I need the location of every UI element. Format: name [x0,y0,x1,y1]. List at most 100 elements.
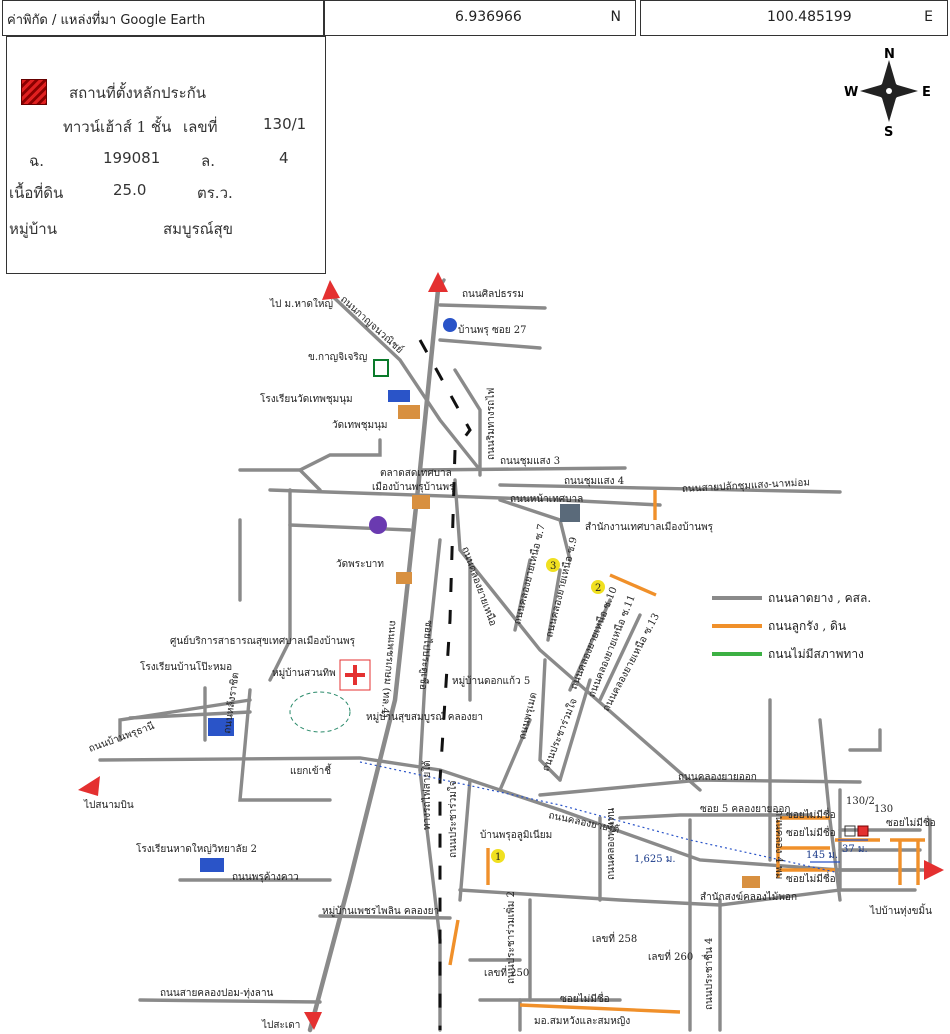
health-cross-icon [345,665,365,685]
coordinate-source-label: ค่าพิกัด / แหล่งที่มา Google Earth [7,13,206,28]
arrow-to-hatyai-univ-icon [322,280,340,300]
arrow-to-sadao-icon [304,1012,322,1030]
label-phrukangkao: ถนนพรุค้างคาว [232,871,299,883]
road-network [98,278,942,1033]
arrow-to-bantung-icon [924,860,944,880]
label-soi-pratu: ซอยไปประตูเชือ [417,620,435,691]
latitude-unit: N [610,9,621,25]
area-label: เนื้อที่ดิน [9,184,64,202]
wat-phrabat-icon [396,572,412,584]
seven-eleven-icon [373,359,389,377]
label-distance-37: 37 ม. [842,844,868,855]
legend-gravel-line [712,624,762,628]
label-klong-4: ถนนคลอง 4 พม [773,810,784,879]
label-soi-unnamed-south: ซอยไม่มีชื่อ [560,991,610,1005]
arrow-north-icon [428,272,448,292]
label-school-banpopomo: โรงเรียนบ้านโป๊ะหมอ [140,660,232,673]
school-hatyai2-icon [200,858,224,872]
label-silpatham: ถนนศิลปธรรม [462,289,524,300]
label-health-center: ศูนย์บริการสาธารณสุขเทศบาลเมืองบ้านพรุ [170,635,356,647]
label-kanmitcharoen: ข.กาญจิเจริญ [308,352,367,363]
label-soi-unnamed-3: ซอยไม่มีชื่อ [786,871,836,885]
label-soi-unnamed-east: ซอยไม่มีชื่อ [886,815,936,829]
village-label: หมู่บ้าน [9,220,57,238]
label-wat-thepchumnum: วัดเทพชุมนุม [332,420,388,431]
label-nathetsaban: ถนนหน้าเทศบาล [510,493,583,505]
subject-property-marker [857,825,869,837]
deed-value: 199081 [103,149,161,167]
label-soi-unnamed-1: ซอยไม่มีชื่อ [786,807,836,821]
label-somwang: มอ.สมหวังและสมหญิง [534,1016,630,1027]
village-suanthip-icon [289,691,351,733]
compass-n: N [884,47,895,62]
compass-rose-icon: N S W E [844,47,931,136]
label-saikhlongpom: ถนนสายคลองปอม-ทุ่งลาน [160,988,274,999]
deed-label: ฉ. [29,152,44,170]
legend-paved-label: ถนนลาดยาง , คสล. [768,591,872,605]
label-house-260: เลขที่ 260 [648,949,693,963]
lot-value: 4 [279,149,289,167]
distance-line-1625 [359,761,836,873]
label-market2: เมืองบ้านพรุบ้านพรุ [372,481,455,493]
legend-paved-line [712,596,762,600]
neighbor-property-marker [844,825,856,837]
compass-s: S [884,125,893,136]
label-to-hatyai-univ: ไป ม.หาดใหญ่ [269,298,333,310]
label-prachawit2: ถนนประชาร่วมใจ [447,780,459,858]
longitude-unit: E [924,9,933,25]
label-klongphrao: ถนนคลองพรุเทน [606,808,617,880]
temple-icon [398,405,420,419]
longitude-value: 100.485199 [767,9,852,25]
label-house-250: เลขที่ 250 [484,965,529,979]
area-unit: ตร.ว. [197,184,233,202]
lot-label: ล. [201,152,215,170]
label-kanchanavanich: ถนนกาญจนวณิชย์ [338,293,406,356]
label-village-suksombun: หมู่บ้านสุขสมบูรณ์ คลองยา [366,711,483,723]
label-soi-unnamed-2: ซอยไม่มีชื่อ [786,825,836,839]
label-chumsaeng4: ถนนชุมแสง 4 [564,476,624,487]
house-no-label: เลขที่ [183,118,218,136]
gas-station-icon [443,318,457,332]
label-chumsaeng3: ถนนชุมแสง 3 [500,456,560,467]
label-klongyai-nuea7: ถนนคลองยายเหนือ ซ.7 [511,523,548,626]
label-distance-1625: 1,625 ม. [634,854,676,865]
coordinate-source-cell: ค่าพิกัด / แหล่งที่มา Google Earth [2,0,324,36]
label-klong-phok: สำนักสงฆ์คลองไม้พอก [700,891,797,903]
municipal-office-icon [560,504,580,522]
property-type: ทาวน์เฮ้าส์ 1 ชั้น [63,118,172,136]
label-wat-phrabat: วัดพระบาท [336,559,384,570]
house-no-value: 130/1 [263,115,307,133]
label-house-258: เลขที่ 258 [592,931,637,945]
property-info-box: สถานที่ตั้งหลักประกัน ทาวน์เฮ้าส์ 1 ชั้น… [6,36,326,274]
label-rail-road: ถนนริมทางรถไฟ [485,388,497,460]
longitude-cell: 100.485199 E [640,0,948,36]
market-icon [412,495,430,509]
label-soi5-klongyai: ซอย 5 คลองยายออก [700,804,790,815]
label-to-sadao: ไปสะเดา [261,1019,300,1031]
label-klongyai-nuea9: ถนนคลองยายเหนือ ซ.9 [543,536,580,639]
legend-none-line [712,652,762,656]
latitude-cell: 6.936966 N [324,0,636,36]
marker-2-icon [591,580,605,594]
legend-collateral-label: สถานที่ตั้งหลักประกัน [69,84,206,102]
label-rail-tang: ทางรถไฟสายใต้ [421,760,433,830]
compass-w: W [844,85,858,100]
label-distance-145: 145 ม. [806,850,838,861]
area-value: 25.0 [113,181,147,199]
label-marker-2: 2 [595,583,601,594]
label-klongyai-nuea: ถนนคลองยายเหนือ [459,545,499,628]
direction-arrows [78,272,944,1030]
marker-3-icon [546,558,560,572]
label-marker-1: 1 [495,852,501,863]
label-house-130-2: 130/2 [846,796,875,807]
label-yaek-khaomaeng: แยกเข้าชี้ [290,763,332,777]
bank-icon [369,516,387,534]
arrow-to-airport-icon [78,776,100,796]
collateral-swatch-icon [21,79,47,105]
label-klongyai-tok: ถนนคลองยายออก [678,772,757,783]
label-marker-3: 3 [550,561,556,572]
marker-1-icon [491,849,505,863]
label-market: ตลาดสดเทศบาล [380,468,452,479]
school-thepchumnum-icon [388,390,410,402]
compass-e: E [922,85,931,100]
